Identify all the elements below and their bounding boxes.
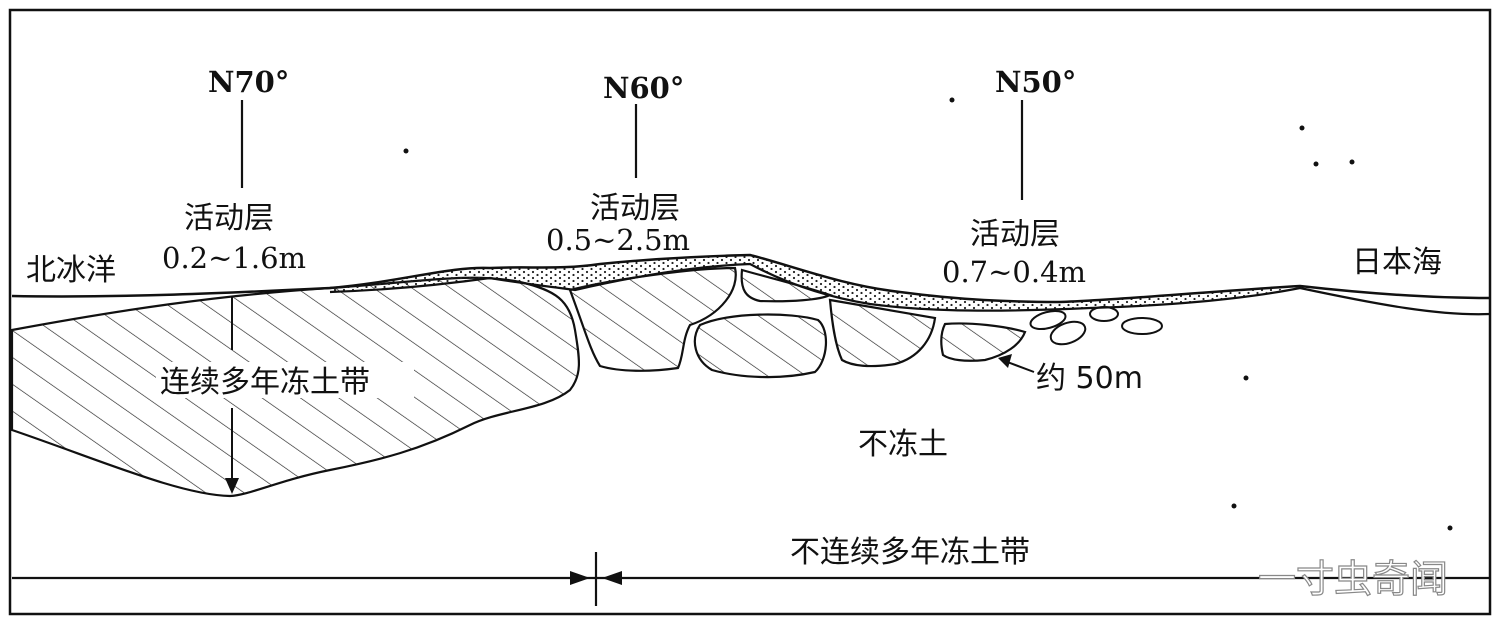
latitude-label-n60: N60° [603,71,684,105]
active-layer-title-1: 活动层 [184,201,274,236]
permafrost-patch-5 [940,322,1027,362]
active-layer-depth-2: 0.5~2.5m [546,223,690,257]
permafrost-lens-3 [1049,320,1087,346]
permafrost-patch-4 [828,298,937,368]
frame [8,8,1492,616]
ground-surface-line [11,253,1491,304]
active-layer-base-line [329,262,1491,316]
small-patch-pointer-head [998,354,1012,368]
permafrost-patch-3 [693,313,827,379]
active-layer-depth-3: 0.7~0.4m [942,255,1086,289]
permafrost-patch-1 [568,266,737,372]
continuous-zone-label: 连续多年冻土带 [160,365,370,400]
active-layer-title-2: 活动层 [590,191,680,226]
permafrost-lens-2 [1089,306,1119,322]
scatter-dot [1447,525,1453,531]
unfrozen-ground-label: 不冻土 [858,427,948,462]
scatter-dot [949,97,955,103]
scatter-dot [403,148,409,154]
scatter-dot [1349,159,1355,165]
latitude-label-n50: N50° [995,65,1076,99]
sea-of-japan-label: 日本海 [1352,245,1442,280]
scatter-dot [1243,375,1249,381]
discontinuous-zone-label: 不连续多年冻土带 [790,535,1030,570]
zone-axis-arrow-right [602,571,622,585]
permafrost-lens-4 [1121,317,1163,335]
scatter-dot [1313,161,1319,167]
depth-arrow-head [225,478,239,494]
latitude-label-n70: N70° [208,65,289,99]
active-layer-title-3: 活动层 [970,217,1060,252]
permafrost-patch-2 [740,268,833,303]
active-layer-band [330,255,1300,311]
zone-axis-arrow-left [570,571,590,585]
continuous-label-backdrop [156,362,414,398]
scatter-dot [1231,503,1237,509]
active-layer-depth-1: 0.2~1.6m [162,241,306,275]
scatter-dot [1299,125,1305,131]
arctic-ocean-label: 北冰洋 [26,253,116,288]
small-patch-label: 约 50m [1036,361,1143,396]
permafrost-lens-1 [1029,309,1067,331]
watermark: 一寸虫奇闻 [1258,557,1448,601]
